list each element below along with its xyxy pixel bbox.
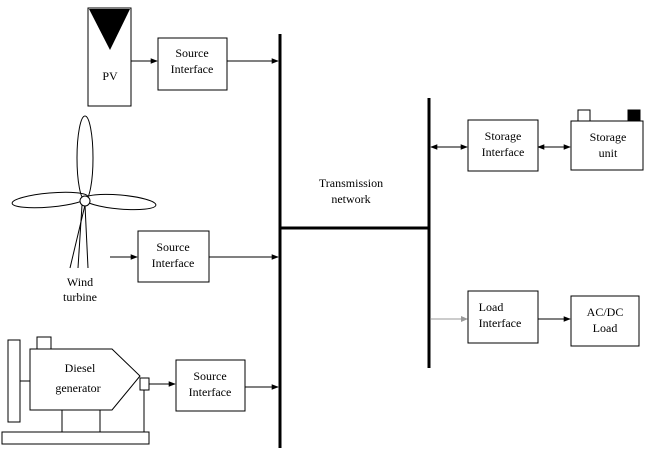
source-interface-wind-line1: Source bbox=[156, 240, 189, 254]
wind-turbine-icon bbox=[11, 115, 157, 269]
pv-panel: PV bbox=[87, 7, 132, 107]
storage-unit-battery-icon: Storage unit bbox=[570, 109, 644, 171]
load-interface: Load Interface bbox=[467, 290, 539, 344]
source-interface-diesel: Source Interface bbox=[175, 359, 246, 412]
source-interface-pv: Source Interface bbox=[157, 37, 228, 91]
source-interface-pv-line2: Interface bbox=[171, 62, 214, 76]
load-interface-line2: Interface bbox=[479, 316, 522, 330]
storage-interface-line1: Storage bbox=[485, 129, 522, 143]
wind-turbine-label-line2: turbine bbox=[63, 290, 97, 304]
source-interface-pv-line1: Source bbox=[175, 46, 208, 60]
acdc-load-line1: AC/DC bbox=[587, 305, 624, 319]
diesel-generator-label-line1: Diesel bbox=[65, 361, 96, 375]
source-interface-wind: Source Interface bbox=[137, 230, 210, 283]
source-interface-wind-line2: Interface bbox=[152, 256, 195, 270]
transmission-label-line2: network bbox=[331, 192, 370, 206]
storage-unit-line2: unit bbox=[599, 146, 618, 160]
storage-interface: Storage Interface bbox=[467, 119, 539, 172]
acdc-load-line2: Load bbox=[593, 321, 618, 335]
source-interface-diesel-line1: Source bbox=[193, 369, 226, 383]
source-interface-diesel-line2: Interface bbox=[189, 385, 232, 399]
transmission-label-line1: Transmission bbox=[319, 176, 383, 190]
storage-interface-line2: Interface bbox=[482, 145, 525, 159]
diesel-generator-label-line2: generator bbox=[55, 381, 100, 395]
load-interface-line1: Load bbox=[479, 300, 504, 314]
diesel-generator-icon bbox=[1, 336, 150, 445]
pv-label: PV bbox=[102, 69, 118, 83]
storage-unit-line1: Storage bbox=[590, 130, 627, 144]
wind-turbine-label-line1: Wind bbox=[67, 275, 93, 289]
acdc-load: AC/DC Load bbox=[570, 295, 640, 347]
pv-sun-triangle-icon bbox=[89, 9, 130, 50]
